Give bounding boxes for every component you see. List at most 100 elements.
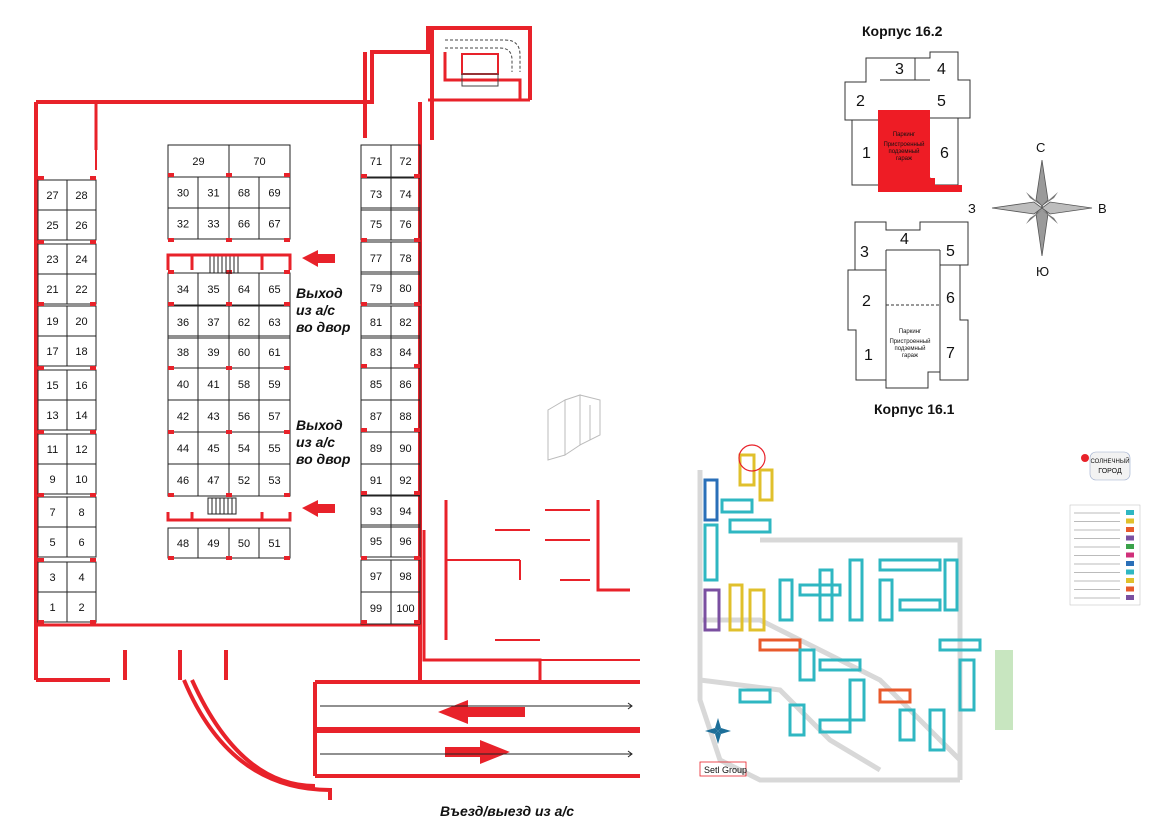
space-22-box xyxy=(66,273,97,305)
right-pier-a-7 xyxy=(361,620,367,624)
space-41-label: 41 xyxy=(207,379,219,391)
space-36-label: 36 xyxy=(177,317,189,329)
space-76: 76 xyxy=(390,207,421,241)
space-74-label: 74 xyxy=(399,189,411,201)
site-map-block xyxy=(788,703,806,737)
legend-swatch xyxy=(1126,535,1134,541)
space-100-box xyxy=(390,591,421,625)
space-27: 27 xyxy=(37,179,68,211)
left-pier-a-7 xyxy=(38,620,44,624)
space-70-label: 70 xyxy=(253,156,265,168)
space-26: 26 xyxy=(66,209,97,241)
space-82-label: 82 xyxy=(399,317,411,329)
right-pier-b-4 xyxy=(414,428,420,432)
b161-sec-4: 4 xyxy=(900,231,909,248)
space-36: 36 xyxy=(167,305,199,339)
space-48-label: 48 xyxy=(177,538,189,550)
space-92-box xyxy=(390,463,421,497)
space-15: 15 xyxy=(37,369,68,401)
space-31-label: 31 xyxy=(207,188,219,200)
stairs-upper xyxy=(209,254,239,274)
space-40: 40 xyxy=(167,367,199,401)
space-91-label: 91 xyxy=(370,475,382,487)
space-60: 60 xyxy=(228,335,260,369)
space-94: 94 xyxy=(390,494,421,528)
cm-pier-c-3 xyxy=(284,430,290,434)
space-78-label: 78 xyxy=(399,253,411,265)
space-78-box xyxy=(390,241,421,275)
space-74: 74 xyxy=(390,177,421,211)
space-63-label: 63 xyxy=(268,317,280,329)
space-77-label: 77 xyxy=(370,253,382,265)
cb-pier-a xyxy=(168,556,174,560)
left-pier-a-5 xyxy=(38,493,44,497)
space-11: 11 xyxy=(37,433,68,465)
site-map-block xyxy=(703,478,719,522)
space-26-box xyxy=(66,209,97,241)
space-16: 16 xyxy=(66,369,97,401)
right-pier-a-6 xyxy=(361,556,367,560)
space-32-label: 32 xyxy=(177,219,189,231)
space-41: 41 xyxy=(197,367,230,401)
space-8: 8 xyxy=(66,496,97,528)
site-map-block xyxy=(818,718,852,734)
stair-landings xyxy=(166,253,292,522)
b162-parking-3: подземный xyxy=(888,148,919,155)
legend-swatch xyxy=(1126,552,1134,558)
space-18-label: 18 xyxy=(75,346,87,358)
left-pier-a-1 xyxy=(38,240,44,244)
space-64-label: 64 xyxy=(238,284,250,296)
cm-pier-c-1 xyxy=(284,302,290,306)
space-92-label: 92 xyxy=(399,475,411,487)
b161-sec-3: 3 xyxy=(860,244,869,261)
right-pier-a-1 xyxy=(361,238,367,242)
space-9-label: 9 xyxy=(49,474,55,486)
space-68: 68 xyxy=(228,176,260,209)
space-22: 22 xyxy=(66,273,97,305)
space-84-label: 84 xyxy=(399,347,411,359)
space-87-label: 87 xyxy=(370,411,382,423)
space-98: 98 xyxy=(390,559,421,593)
site-map-block xyxy=(778,578,794,622)
space-61-label: 61 xyxy=(268,347,280,359)
space-54-label: 54 xyxy=(238,443,250,455)
space-65: 65 xyxy=(258,272,291,306)
space-27-label: 27 xyxy=(46,190,58,202)
space-2-label: 2 xyxy=(78,602,84,614)
space-47: 47 xyxy=(197,463,230,497)
space-19: 19 xyxy=(37,305,68,337)
space-63: 63 xyxy=(258,305,291,339)
space-86-label: 86 xyxy=(399,379,411,391)
space-72-box xyxy=(390,144,421,178)
space-24: 24 xyxy=(66,243,97,275)
left-pier-a-0 xyxy=(38,176,44,180)
brand-logo: Setl Group xyxy=(704,765,747,775)
space-99: 99 xyxy=(360,591,392,625)
left-pier-a-6 xyxy=(38,558,44,562)
legend-swatch xyxy=(1126,578,1134,583)
space-43: 43 xyxy=(197,399,230,433)
space-49: 49 xyxy=(197,527,230,559)
space-85-label: 85 xyxy=(370,379,382,391)
space-5: 5 xyxy=(37,526,68,558)
space-82-box xyxy=(390,305,421,339)
space-2-box xyxy=(66,591,97,623)
space-100-label: 100 xyxy=(396,603,414,615)
space-38: 38 xyxy=(167,335,199,369)
space-94-label: 94 xyxy=(399,506,411,518)
space-85: 85 xyxy=(360,367,392,401)
space-33-label: 33 xyxy=(207,219,219,231)
space-23-label: 23 xyxy=(46,254,58,266)
compass-south: Ю xyxy=(1036,264,1049,279)
site-map-block xyxy=(943,558,959,612)
space-65-label: 65 xyxy=(268,284,280,296)
site-map-block xyxy=(878,688,912,704)
right-pier-b-1 xyxy=(414,238,420,242)
space-30-label: 30 xyxy=(177,188,189,200)
space-28: 28 xyxy=(66,179,97,211)
space-44: 44 xyxy=(167,431,199,465)
space-58-label: 58 xyxy=(238,379,250,391)
right-pier-a-5 xyxy=(361,491,367,495)
b161-sec-5: 5 xyxy=(946,243,955,260)
space-15-label: 15 xyxy=(46,380,58,392)
